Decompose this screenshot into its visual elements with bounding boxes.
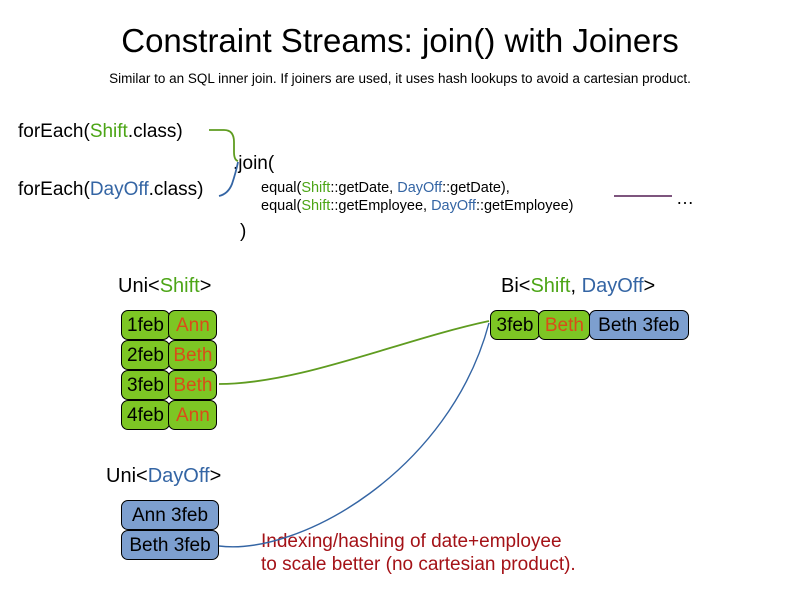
shift-employee-text: Beth (173, 374, 213, 396)
shift-date-cell: 4feb (121, 400, 170, 430)
shift-date-cell: 2feb (121, 340, 170, 370)
joiner1-prefix: equal( (261, 180, 302, 196)
label-uni-shift-prefix: Uni< (118, 275, 160, 297)
shift-employee-cell: Beth (168, 370, 218, 400)
joiner1-right-type: DayOff (397, 180, 443, 196)
bi-shift-employee-text: Beth (544, 314, 584, 336)
dayoff-pair-cell: Ann 3feb (121, 500, 219, 530)
joiner2-left-type: Shift (301, 198, 331, 214)
label-uni-dayoff-type: DayOff (147, 465, 210, 487)
shift-fact-row: 2feb Beth (121, 340, 218, 370)
label-bi-type-b: DayOff (581, 275, 644, 297)
shift-employee-text: Ann (176, 314, 210, 336)
shift-date-text: 2feb (127, 344, 164, 366)
shift-employee-cell: Ann (168, 310, 218, 340)
shift-date-text: 1feb (127, 314, 164, 336)
shift-date-cell: 3feb (121, 370, 170, 400)
bi-shift-employee-cell: Beth (538, 310, 591, 340)
code-join-close: ) (240, 221, 247, 242)
code-join-open: .join( (233, 153, 275, 174)
label-bi-type-a: Shift (530, 275, 571, 297)
joiner2-left-method: ::getEmployee, (330, 198, 432, 214)
label-uni-shift-type: Shift (159, 275, 200, 297)
shift-date-cell: 1feb (121, 310, 170, 340)
code-token-shift: Shift (89, 121, 128, 142)
shift-employee-cell: Ann (168, 400, 218, 430)
code-foreach-shift-suffix: .class) (127, 121, 183, 142)
dayoff-fact-row: Beth 3feb (121, 530, 219, 560)
label-bi-shift-dayoff: Bi<Shift, DayOff> (501, 274, 655, 298)
bi-dayoff-pair-text: Beth 3feb (598, 314, 680, 336)
connector-dayoff-row-to-bi (218, 322, 490, 548)
code-foreach-shift-prefix: forEach( (18, 121, 90, 142)
dayoff-pair-text: Ann 3feb (131, 504, 209, 526)
joiner1-left-type: Shift (301, 180, 331, 196)
connector-shift-row-to-bi (218, 320, 490, 385)
bi-dayoff-pair-cell: Beth 3feb (588, 310, 689, 340)
label-uni-shift-suffix: > (199, 275, 212, 297)
joiner1-left-method: ::getDate, (330, 180, 398, 196)
label-uni-shift: Uni<Shift> (118, 274, 211, 298)
dayoff-pair-text: Beth 3feb (129, 534, 211, 556)
label-bi-sep: , (570, 275, 582, 297)
shift-fact-row: 3feb Beth (121, 370, 218, 400)
shift-fact-row: 1feb Ann (121, 310, 218, 340)
code-foreach-dayoff-prefix: forEach( (18, 179, 90, 200)
joiner1-right-method: ::getDate), (442, 180, 510, 196)
code-joiner-equal-date: equal(Shift::getDate, DayOff::getDate), (261, 179, 510, 198)
shift-date-text: 3feb (127, 374, 164, 396)
dayoff-fact-row: Ann 3feb (121, 500, 219, 530)
shift-fact-row: 4feb Ann (121, 400, 218, 430)
shift-employee-text: Ann (176, 404, 210, 426)
code-joiner-equal-employee: equal(Shift::getEmployee, DayOff::getEmp… (261, 197, 573, 216)
joiner2-prefix: equal( (261, 198, 302, 214)
shift-employee-cell: Beth (168, 340, 218, 370)
page-title: Constraint Streams: join() with Joiners (121, 22, 679, 59)
code-token-dayoff: DayOff (89, 179, 149, 200)
dayoff-pair-cell: Beth 3feb (121, 530, 219, 560)
label-uni-dayoff-suffix: > (209, 465, 222, 487)
label-uni-dayoff: Uni<DayOff> (106, 464, 221, 488)
code-foreach-shift: forEach(Shift.class) (18, 120, 183, 144)
joiner2-right-type: DayOff (431, 198, 476, 214)
joiner2-right-method: ::getEmployee) (475, 198, 574, 214)
label-bi-prefix: Bi< (501, 275, 531, 297)
label-bi-suffix: > (643, 275, 656, 297)
code-foreach-dayoff-suffix: .class) (148, 179, 204, 200)
bi-fact-row: 3feb Beth Beth 3feb (490, 310, 689, 340)
page-subtitle: Similar to an SQL inner join. If joiners… (109, 71, 691, 86)
code-ellipsis: … (676, 188, 694, 208)
label-uni-dayoff-prefix: Uni< (106, 465, 148, 487)
code-foreach-dayoff: forEach(DayOff.class) (18, 178, 204, 202)
bi-shift-date-text: 3feb (496, 314, 534, 336)
bi-shift-date-cell: 3feb (490, 310, 540, 340)
shift-employee-text: Beth (173, 344, 213, 366)
annotation-text: Indexing/hashing of date+employee to sca… (261, 531, 576, 575)
shift-date-text: 4feb (127, 404, 164, 426)
